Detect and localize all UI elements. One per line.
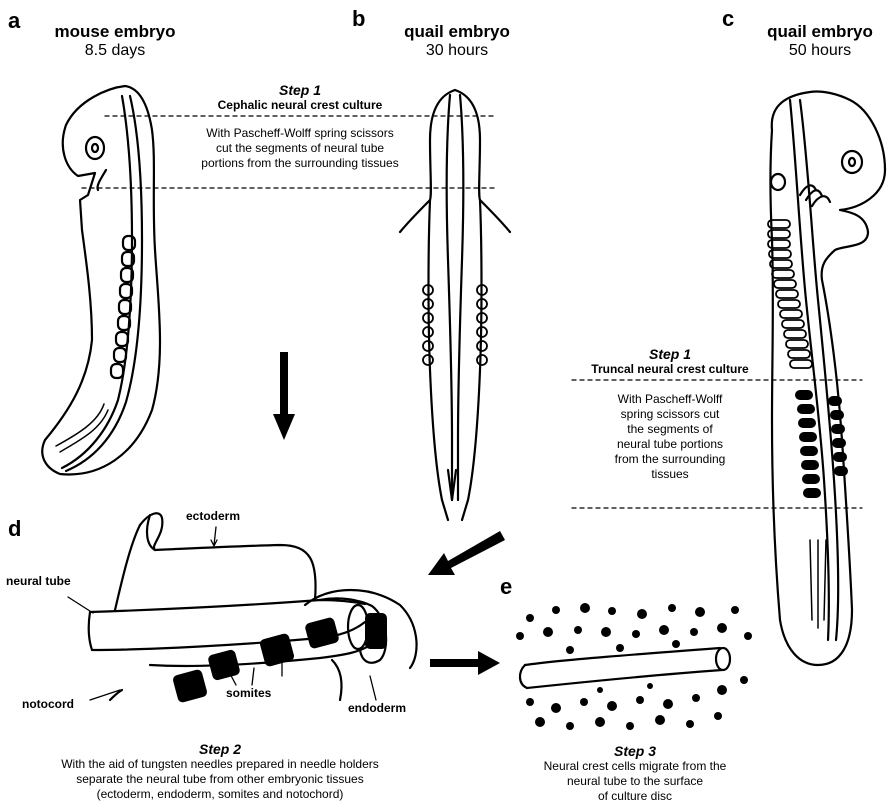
step1-cephalic-line: With Pascheff-Wolff spring scissors [160, 126, 440, 141]
step3-line: Neural crest cells migrate from the [500, 759, 770, 774]
panel-a-header: mouse embryo 8.5 days [40, 22, 190, 60]
step2-line: With the aid of tungsten needles prepare… [0, 757, 440, 772]
panel-c-header: quail embryo 50 hours [750, 22, 890, 60]
step2-line: separate the neural tube from other embr… [0, 772, 440, 787]
step1-truncal-line: neural tube portions [580, 437, 760, 452]
step1-cephalic-block: Step 1 Cephalic neural crest culture [160, 82, 440, 112]
dissection-drawing [68, 513, 417, 703]
step3-line: of culture disc [500, 789, 770, 804]
step1-truncal-subtitle: Truncal neural crest culture [570, 362, 770, 376]
panel-letter-a: a [8, 8, 20, 34]
step1-truncal-title: Step 1 [570, 346, 770, 362]
step2-block: Step 2 With the aid of tungsten needles … [0, 741, 440, 802]
step2-title: Step 2 [0, 741, 440, 757]
step1-cephalic-title: Step 1 [160, 82, 440, 98]
label-endoderm: endoderm [348, 701, 406, 715]
panel-a-title: mouse embryo [40, 22, 190, 42]
step3-line: neural tube to the surface [500, 774, 770, 789]
quail-embryo-50h-drawing [768, 91, 885, 665]
step1-cephalic-line: cut the segments of neural tube [160, 141, 440, 156]
panel-c-title: quail embryo [750, 22, 890, 42]
step1-truncal-line: With Pascheff-Wolff [580, 392, 760, 407]
label-somites: somites [226, 686, 271, 700]
arrow-right [430, 651, 500, 675]
panel-c-subtitle: 50 hours [750, 42, 890, 60]
step3-block: Step 3 Neural crest cells migrate from t… [500, 743, 770, 804]
step1-truncal-block: Step 1 Truncal neural crest culture [570, 346, 770, 376]
label-neural-tube: neural tube [6, 574, 71, 588]
step3-title: Step 3 [500, 743, 770, 759]
panel-b-header: quail embryo 30 hours [382, 22, 532, 60]
culture-drawing [516, 603, 752, 730]
mouse-embryo-drawing [42, 86, 160, 474]
step1-cephalic-subtitle: Cephalic neural crest culture [160, 98, 440, 112]
panel-b-title: quail embryo [382, 22, 532, 42]
label-ectoderm: ectoderm [186, 509, 240, 523]
step1-truncal-line: spring scissors cut [580, 407, 760, 422]
step1-truncal-line: from the surrounding [580, 452, 760, 467]
step1-cephalic-description: With Pascheff-Wolff spring scissors cut … [160, 126, 440, 171]
arrow-diagonal [428, 531, 505, 575]
step1-cephalic-line: portions from the surrounding tissues [160, 156, 440, 171]
panel-letter-c: c [722, 6, 734, 32]
panel-letter-b: b [352, 6, 365, 32]
step1-truncal-line: the segments of [580, 422, 760, 437]
step2-line: (ectoderm, endoderm, somites and notocho… [0, 787, 440, 802]
panel-letter-d: d [8, 516, 21, 542]
panel-b-subtitle: 30 hours [382, 42, 532, 60]
step1-truncal-description: With Pascheff-Wolff spring scissors cut … [580, 392, 760, 482]
step1-truncal-line: tissues [580, 467, 760, 482]
label-notocord: notocord [22, 697, 74, 711]
panel-letter-e: e [500, 574, 512, 600]
panel-a-subtitle: 8.5 days [40, 42, 190, 60]
arrow-down [273, 352, 295, 440]
